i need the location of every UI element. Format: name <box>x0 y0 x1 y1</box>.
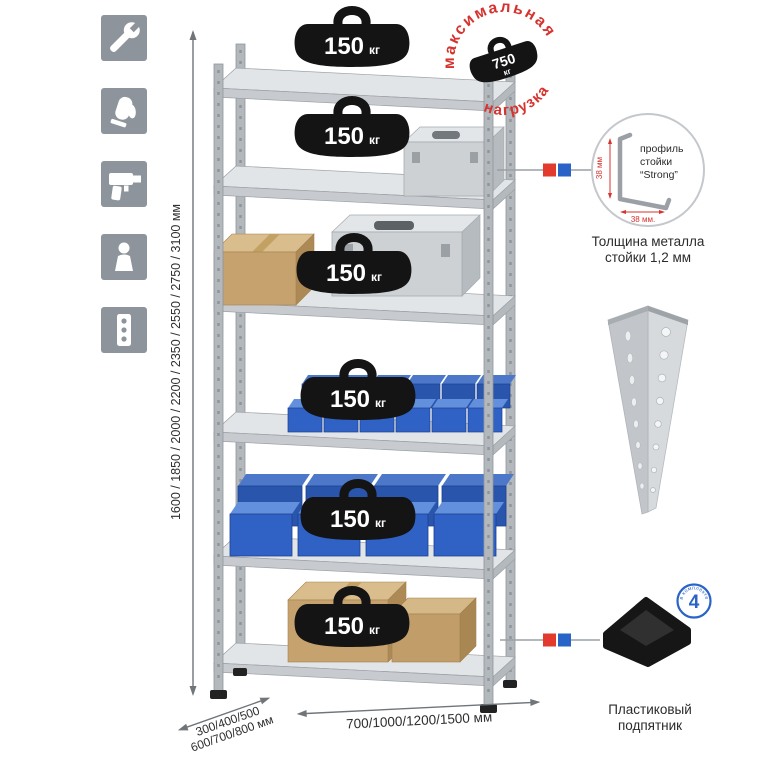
height-dimension-label: 1600 / 1850 / 2000 / 2200 / 2350 / 2550 … <box>169 204 183 520</box>
profile-dim-width: 38 мм. <box>631 215 655 224</box>
load-badge: 150 кг <box>295 11 410 68</box>
shelf-5: 150 кг <box>213 474 516 580</box>
foot-caption-line1: Пластиковый <box>608 702 692 717</box>
load-value: 150 <box>324 123 364 150</box>
feature-icon-list <box>101 15 147 353</box>
drill-icon <box>101 161 147 207</box>
load-unit: кг <box>375 396 386 410</box>
profile-caption-line2: стойки 1,2 мм <box>605 250 691 265</box>
load-value: 150 <box>324 613 364 640</box>
shelving-rack: 150 кг 150 кг <box>210 11 517 713</box>
profile-label-line1: профиль <box>640 143 684 155</box>
height-dimension: 1600 / 1850 / 2000 / 2200 / 2350 / 2550 … <box>169 30 197 696</box>
profile-detail: 38 мм 38 мм. профиль стойки “Strong” Тол… <box>591 113 705 265</box>
foot-caption-line2: подпятник <box>618 718 682 733</box>
load-value: 150 <box>330 506 370 533</box>
load-badge: 150 кг <box>301 484 416 541</box>
plastic-foot-detail: 4 в комплекте Пластиковый подпятник <box>603 583 712 733</box>
load-badge: 150 кг <box>295 591 410 648</box>
width-dimension: 700/1000/1200/1500 мм <box>296 699 541 732</box>
load-value: 150 <box>324 33 364 60</box>
aluminum-case <box>403 126 505 197</box>
profile-label-line2: стойки <box>640 156 672 168</box>
width-label: 700/1000/1200/1500 мм <box>346 709 493 731</box>
count-badge-number: 4 <box>689 592 700 613</box>
rack-feet <box>210 668 517 713</box>
callout-marker-blue <box>558 163 571 177</box>
count-badge: 4 в комплекте <box>676 583 712 619</box>
upright-icon <box>101 307 147 353</box>
profile-label-line3: “Strong” <box>640 169 678 181</box>
shelf-3: 150 кг <box>213 214 516 326</box>
shelf-6: 150 кг <box>213 581 516 687</box>
callout-marker-red <box>543 633 556 647</box>
callout-marker-red <box>543 163 556 177</box>
load-value: 150 <box>326 260 366 287</box>
wrench-icon <box>101 15 147 61</box>
profile-caption-line1: Толщина металла <box>592 234 705 249</box>
callout-top <box>497 163 592 177</box>
load-unit: кг <box>369 43 380 57</box>
max-load-stamp: максимальная нагрузка 750 кг <box>425 0 560 128</box>
load-value: 150 <box>330 386 370 413</box>
callout-bottom <box>500 633 600 647</box>
load-unit: кг <box>369 133 380 147</box>
shelf-2: 150 кг <box>213 101 516 210</box>
profile-dim-height: 38 мм <box>595 157 604 179</box>
corner-post-image <box>607 305 689 515</box>
shelf-4: 150 кг <box>213 364 516 456</box>
load-badge: 150 кг <box>295 101 410 158</box>
load-unit: кг <box>375 516 386 530</box>
depth-dimension: 300/400/500 600/700/800 мм <box>177 697 275 755</box>
load-unit: кг <box>371 270 382 284</box>
load-badge: 150 кг <box>297 238 412 295</box>
load-unit: кг <box>369 623 380 637</box>
person-icon <box>101 234 147 280</box>
load-badge: 150 кг <box>301 364 416 421</box>
stamp-weight-icon: 750 кг <box>469 36 538 83</box>
callout-marker-blue <box>558 633 571 647</box>
glove-icon <box>101 88 147 134</box>
stamp-unit: кг <box>502 66 512 77</box>
stamp-value: 750 <box>490 50 517 73</box>
profile-drawing <box>617 132 672 211</box>
